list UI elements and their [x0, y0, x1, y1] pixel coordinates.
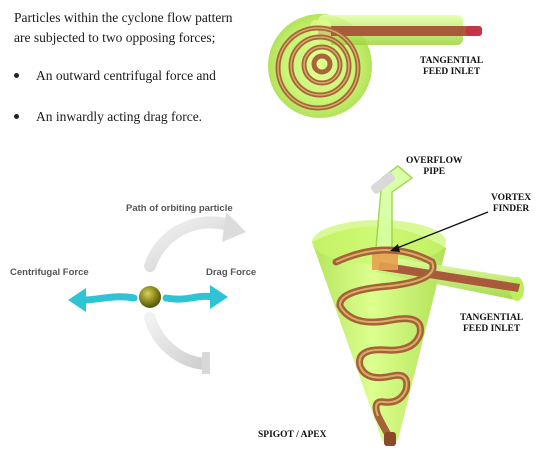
label-drag-force: Drag Force — [206, 267, 257, 278]
centrifugal-arrow-head — [68, 288, 86, 312]
drag-arrow-shaft — [162, 292, 218, 303]
label-centrifugal-force: Centrifugal Force — [10, 267, 89, 278]
bullet-drag: An inwardly acting drag force. — [14, 109, 202, 125]
orbit-arrow-upper — [222, 212, 246, 242]
intro-line-2: are subjected to two opposing forces; — [14, 30, 216, 45]
top-inlet-tip — [466, 26, 482, 36]
spigot-tip — [384, 432, 396, 446]
bullet-dot — [14, 114, 19, 120]
top-inlet-tube — [318, 26, 480, 36]
label-spigot-apex: SPIGOT / APEX — [258, 430, 327, 440]
orbit-arc-lower-end — [202, 352, 210, 374]
orbit-arc-upper — [144, 216, 238, 272]
bottom-inlet-tube — [378, 262, 520, 292]
top-spiral-highlight — [277, 27, 359, 109]
orbiting-particle — [139, 286, 161, 308]
intro-line-1: Particles within the cyclone flow patter… — [14, 10, 233, 25]
vortex-pointer-head — [390, 244, 400, 252]
bullet-centrifugal: An outward centrifugal force and — [14, 68, 216, 84]
orbit-arc-lower — [144, 312, 210, 370]
bottom-spiral-highlight — [335, 249, 435, 417]
top-cyclone — [268, 14, 482, 118]
overflow-cap — [370, 172, 396, 194]
vortex-pointer-line — [391, 211, 489, 251]
label-path-of-orbiting-particle: Path of orbiting particle — [126, 203, 233, 214]
bottom-cyclone — [312, 165, 524, 446]
force-diagram — [68, 212, 246, 374]
intro-text: Particles within the cyclone flow patter… — [14, 8, 264, 48]
drag-arrow-head — [210, 285, 228, 309]
centrifugal-arrow-shaft — [76, 293, 138, 304]
bullet-dot — [14, 73, 19, 79]
